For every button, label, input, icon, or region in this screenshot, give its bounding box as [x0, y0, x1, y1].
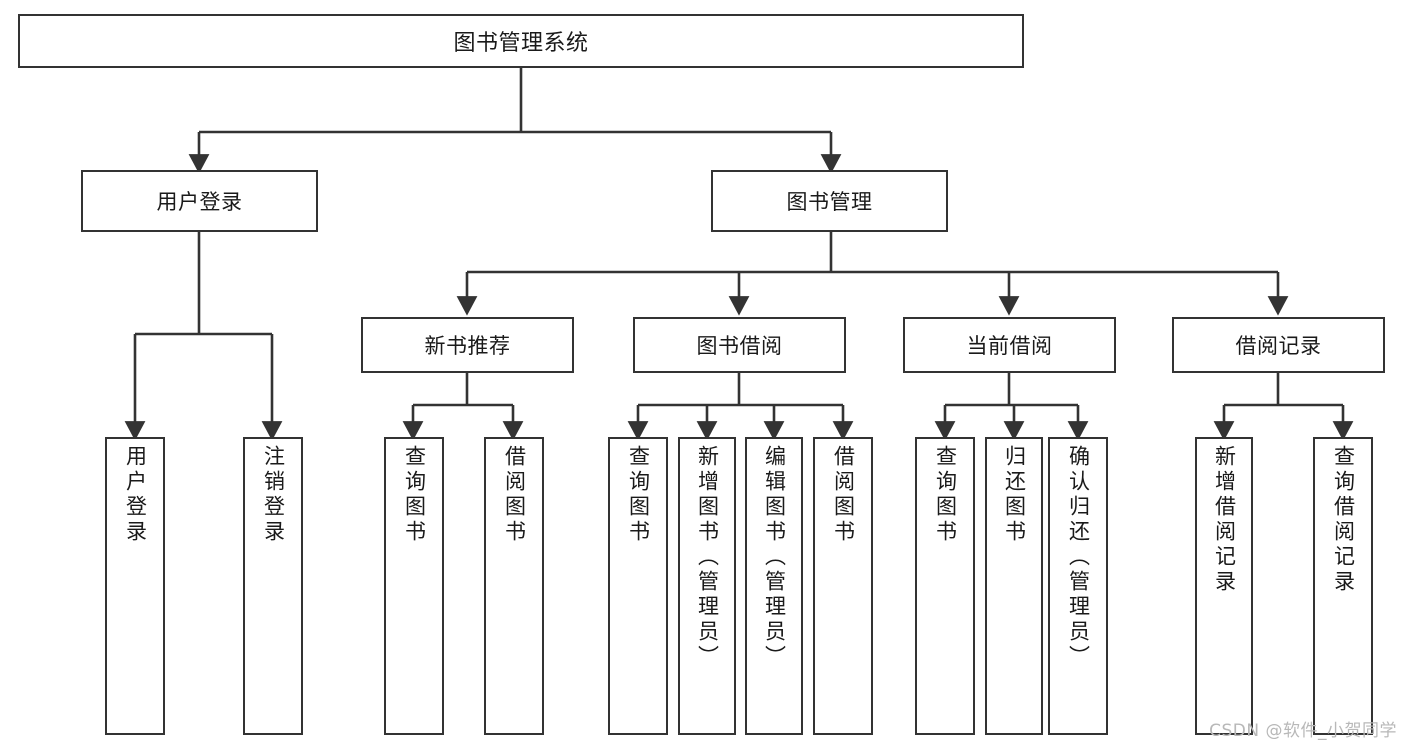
node-leaf-add-book-admin[interactable]: 新增图书（管理员）: [678, 437, 736, 735]
node-leaf-confirm-return-admin[interactable]: 确认归还（管理员）: [1048, 437, 1108, 735]
node-label: 确认归还（管理员）: [1066, 445, 1091, 670]
node-borrow-record[interactable]: 借阅记录: [1172, 317, 1385, 373]
node-label: 新增图书（管理员）: [695, 445, 720, 670]
node-leaf-query-book-current[interactable]: 查询图书: [915, 437, 975, 735]
node-label: 新书推荐: [424, 334, 511, 358]
node-user-login[interactable]: 用户登录: [81, 170, 318, 232]
node-leaf-borrow-book[interactable]: 借阅图书: [813, 437, 873, 735]
node-label: 注销登录: [261, 445, 286, 545]
node-leaf-query-book-borrow[interactable]: 查询图书: [608, 437, 668, 735]
node-label: 查询借阅记录: [1331, 445, 1356, 595]
node-leaf-query-borrow-record[interactable]: 查询借阅记录: [1313, 437, 1373, 735]
node-leaf-query-book-recommend[interactable]: 查询图书: [384, 437, 444, 735]
node-leaf-user-logout[interactable]: 注销登录: [243, 437, 303, 735]
node-current-borrow[interactable]: 当前借阅: [903, 317, 1116, 373]
node-label: 用户登录: [123, 445, 148, 545]
csdn-watermark: CSDN @软件_小贺同学: [1209, 721, 1397, 741]
node-book-manage[interactable]: 图书管理: [711, 170, 948, 232]
node-label: 归还图书: [1002, 445, 1027, 545]
node-book-borrow[interactable]: 图书借阅: [633, 317, 846, 373]
node-label: 当前借阅: [966, 334, 1053, 358]
node-label: 图书管理: [786, 190, 873, 214]
node-root-book-management-system[interactable]: 图书管理系统: [18, 14, 1024, 68]
node-leaf-user-login[interactable]: 用户登录: [105, 437, 165, 735]
node-leaf-return-book[interactable]: 归还图书: [985, 437, 1043, 735]
node-label: 编辑图书（管理员）: [762, 445, 787, 670]
node-new-book-recommend[interactable]: 新书推荐: [361, 317, 574, 373]
node-label: 查询图书: [402, 445, 427, 545]
node-leaf-borrow-book-recommend[interactable]: 借阅图书: [484, 437, 544, 735]
node-label: 图书管理系统: [453, 31, 589, 56]
node-label: 查询图书: [626, 445, 651, 545]
node-leaf-add-borrow-record[interactable]: 新增借阅记录: [1195, 437, 1253, 735]
node-label: 用户登录: [156, 190, 243, 214]
node-label: 图书借阅: [696, 334, 783, 358]
node-leaf-edit-book-admin[interactable]: 编辑图书（管理员）: [745, 437, 803, 735]
node-label: 借阅记录: [1235, 334, 1322, 358]
node-label: 借阅图书: [831, 445, 856, 545]
node-label: 借阅图书: [502, 445, 527, 545]
node-label: 查询图书: [933, 445, 958, 545]
node-label: 新增借阅记录: [1212, 445, 1237, 595]
